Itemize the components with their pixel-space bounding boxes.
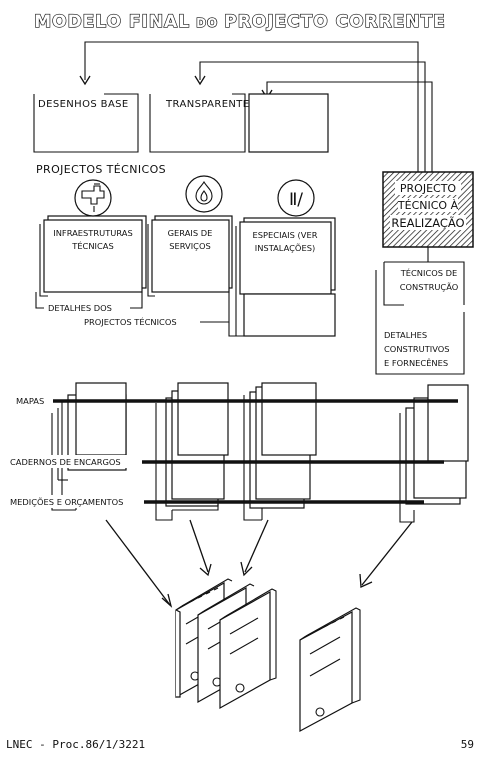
realizacao-line1: PROJECTO xyxy=(400,182,457,195)
svg-text:INFRAESTRUTURAS: INFRAESTRUTURAS xyxy=(53,228,132,238)
det-constr-line3: E FORNECÊNES xyxy=(384,357,448,368)
tecnicos-construcao-box: TÉCNICOS DE CONSTRUÇÃO xyxy=(383,261,465,306)
desenhos-base-label: DESENHOS BASE xyxy=(38,99,129,110)
svg-text:GERAIS DE: GERAIS DE xyxy=(168,228,213,238)
realizacao-line2: TÉCNICO À xyxy=(397,199,459,212)
binder-arrows xyxy=(105,519,413,608)
construcao-line2: CONSTRUÇÃO xyxy=(400,282,459,292)
footer-reference: LNEC - Proc.86/1/3221 xyxy=(6,738,145,751)
stack-2 xyxy=(155,382,229,521)
title-part3: PROJECTO CORRENTE xyxy=(224,12,446,32)
stack-3 xyxy=(243,382,317,521)
mapas-label: MAPAS xyxy=(16,396,44,406)
medicoes-label: MEDIÇÕES E ORÇAMENTOS xyxy=(10,496,123,507)
transparentes-box: TRANSPARENTES xyxy=(149,93,256,153)
det-constr-line1: DETALHES xyxy=(384,330,427,340)
svg-text:SERVIÇOS: SERVIÇOS xyxy=(169,241,211,251)
faucet-icon xyxy=(74,179,112,217)
diagram-title: MODELO FINAL DO PROJECTO CORRENTE xyxy=(34,12,446,32)
binder-group-three xyxy=(175,578,277,710)
svg-text:TÉCNICAS: TÉCNICAS xyxy=(71,240,114,251)
transparentes-label: TRANSPARENTES xyxy=(165,99,256,110)
cadernos-label: CADERNOS DE ENCARGOS xyxy=(10,457,121,467)
tech-box-especiais: ESPECIAIS (VER INSTALAÇÕES) xyxy=(239,221,332,295)
electric-symbol-icon: Ⅱ/ xyxy=(277,179,315,217)
detalhes-line2: PROJECTOS TÉCNICOS xyxy=(84,316,177,327)
flame-icon xyxy=(185,175,223,213)
title-part2: DO xyxy=(196,16,218,30)
det-constr-line2: CONSTRUTIVOS xyxy=(384,344,450,354)
detalhes-projectos-tecnicos: DETALHES DOS PROJECTOS TÉCNICOS xyxy=(35,292,336,337)
svg-text:INSTALAÇÕES): INSTALAÇÕES) xyxy=(255,242,315,253)
svg-text:ESPECIAIS (VER: ESPECIAIS (VER xyxy=(253,230,318,240)
construcao-line1: TÉCNICOS DE xyxy=(400,267,458,278)
feed-arrowheads xyxy=(79,75,273,100)
page-number: 59 xyxy=(461,738,474,751)
realizacao-box: PROJECTO TÉCNICO À REALIZAÇÃO xyxy=(382,171,474,248)
feed-lines xyxy=(84,41,433,172)
realizacao-line3: REALIZAÇÃO xyxy=(391,215,464,230)
desenhos-base-box: DESENHOS BASE xyxy=(33,93,139,153)
tech-box-gerais: GERAIS DE SERVIÇOS xyxy=(151,219,230,293)
detalhes-construtivos-box: DETALHES CONSTRUTIVOS E FORNECÊNES xyxy=(375,270,465,375)
binder-single xyxy=(299,607,361,733)
top-empty-box xyxy=(248,93,329,153)
projectos-tecnicos-label: PROJECTOS TÉCNICOS xyxy=(36,163,166,176)
title-part1: MODELO FINAL xyxy=(34,12,190,32)
tech-box-infra: INFRAESTRUTURAS TÉCNICAS xyxy=(43,219,143,293)
detalhes-line1: DETALHES DOS xyxy=(48,303,112,313)
electric-symbol-text: Ⅱ/ xyxy=(289,190,303,210)
stack-4 xyxy=(399,384,469,523)
